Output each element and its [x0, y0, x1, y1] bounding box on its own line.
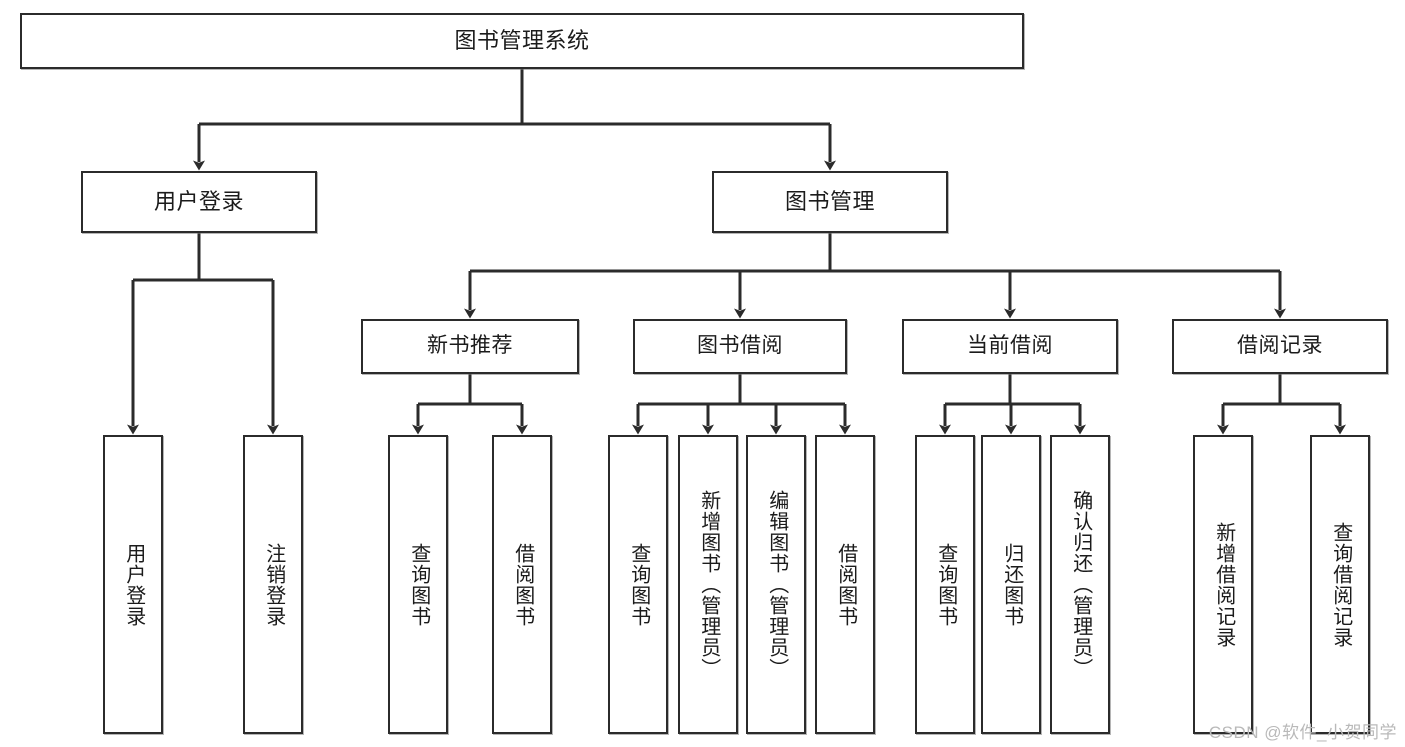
node-book-manage-label: 图书管理 — [784, 189, 875, 215]
node-leaf-borrow-book-1-label: 借阅图书 — [511, 542, 534, 627]
node-leaf-borrow-book-2-label: 借阅图书 — [834, 542, 857, 627]
node-leaf-query-record-label: 查询借阅记录 — [1329, 521, 1352, 648]
node-leaf-user-login-label: 用户登录 — [122, 542, 145, 627]
node-leaf-query-book-3[interactable]: 查询图书 — [915, 435, 975, 734]
node-leaf-add-record-label: 新增借阅记录 — [1212, 521, 1235, 648]
node-leaf-query-book-1[interactable]: 查询图书 — [388, 435, 448, 734]
node-new-book-recommend[interactable]: 新书推荐 — [361, 319, 579, 374]
node-root-system-label: 图书管理系统 — [454, 28, 590, 54]
node-borrow-record-label: 借阅记录 — [1237, 334, 1323, 358]
node-new-book-recommend-label: 新书推荐 — [427, 334, 513, 358]
node-leaf-borrow-book-2[interactable]: 借阅图书 — [815, 435, 875, 734]
node-user-login-label: 用户登录 — [153, 189, 244, 215]
node-current-borrow[interactable]: 当前借阅 — [902, 319, 1118, 374]
node-leaf-query-book-2-label: 查询图书 — [627, 542, 650, 627]
node-root-system[interactable]: 图书管理系统 — [20, 13, 1024, 69]
node-leaf-confirm-return-label: 确认归还（管理员） — [1069, 490, 1092, 679]
node-leaf-user-logout-label: 注销登录 — [262, 542, 285, 627]
node-book-manage[interactable]: 图书管理 — [712, 171, 948, 233]
node-leaf-return-book-label: 归还图书 — [1000, 542, 1023, 627]
node-current-borrow-label: 当前借阅 — [967, 334, 1053, 358]
node-book-borrow-label: 图书借阅 — [697, 334, 783, 358]
node-leaf-query-book-2[interactable]: 查询图书 — [608, 435, 668, 734]
node-leaf-add-book[interactable]: 新增图书（管理员） — [678, 435, 738, 734]
node-leaf-query-record[interactable]: 查询借阅记录 — [1310, 435, 1370, 734]
node-leaf-add-book-label: 新增图书（管理员） — [697, 490, 720, 679]
node-leaf-add-record[interactable]: 新增借阅记录 — [1193, 435, 1253, 734]
node-leaf-borrow-book-1[interactable]: 借阅图书 — [492, 435, 552, 734]
node-user-login[interactable]: 用户登录 — [81, 171, 317, 233]
node-leaf-confirm-return[interactable]: 确认归还（管理员） — [1050, 435, 1110, 734]
node-book-borrow[interactable]: 图书借阅 — [633, 319, 847, 374]
node-leaf-user-login[interactable]: 用户登录 — [103, 435, 163, 734]
node-borrow-record[interactable]: 借阅记录 — [1172, 319, 1388, 374]
node-leaf-edit-book-label: 编辑图书（管理员） — [765, 490, 788, 679]
node-leaf-return-book[interactable]: 归还图书 — [981, 435, 1041, 734]
node-leaf-query-book-1-label: 查询图书 — [407, 542, 430, 627]
node-leaf-edit-book[interactable]: 编辑图书（管理员） — [746, 435, 806, 734]
node-leaf-user-logout[interactable]: 注销登录 — [243, 435, 303, 734]
node-leaf-query-book-3-label: 查询图书 — [934, 542, 957, 627]
